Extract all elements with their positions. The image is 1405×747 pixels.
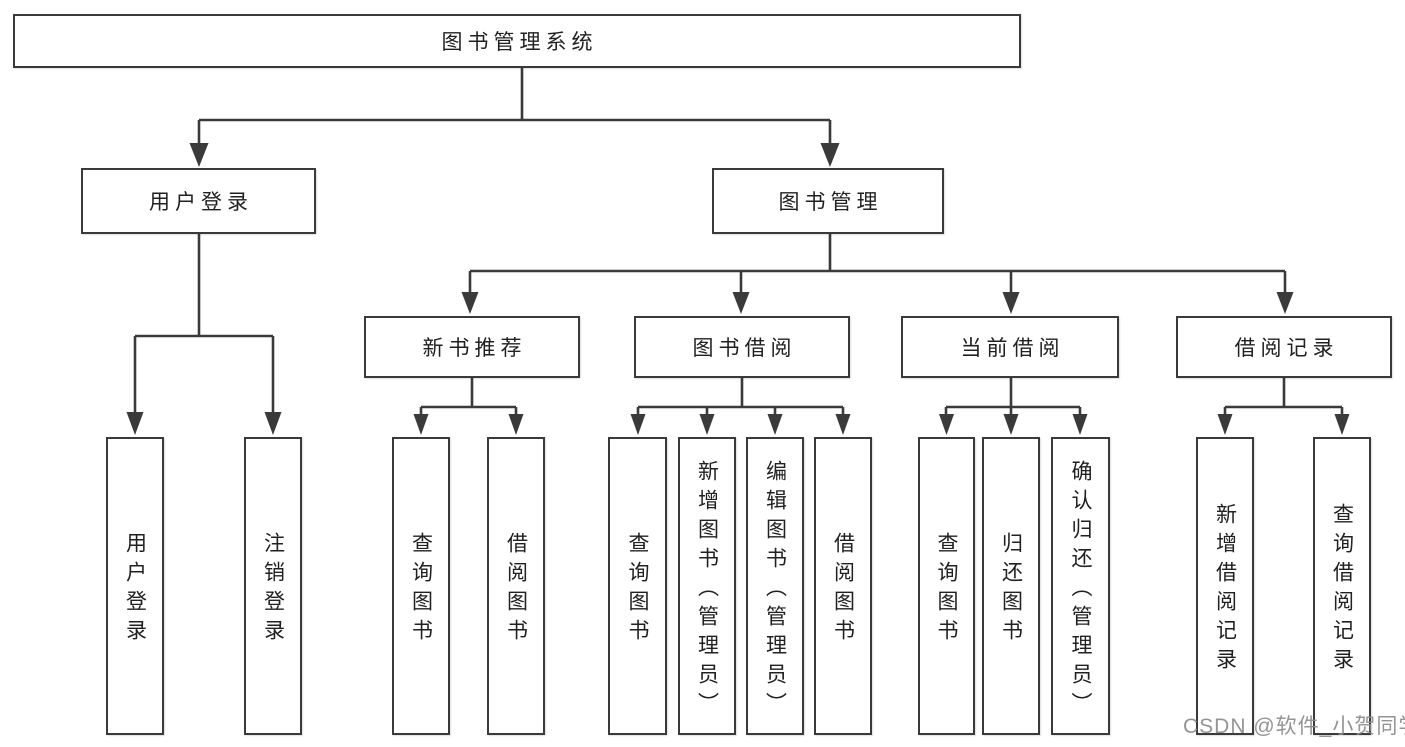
leaf-query-books-2: 查询图书	[608, 437, 667, 735]
leaf-return-book: 归还图书	[982, 437, 1040, 735]
leaf-label: 查询图书	[626, 532, 649, 648]
node-label: 图书管理系统	[441, 31, 598, 54]
node-library-system: 图书管理系统	[13, 14, 1021, 68]
arrowheads-leaves	[126, 412, 1350, 435]
node-label: 用户登录	[149, 191, 253, 214]
leaf-label: 借阅图书	[831, 532, 855, 648]
leaf-label: 新增图书（管理员）	[695, 459, 719, 721]
leaf-add-borrow-record: 新增借阅记录	[1196, 437, 1254, 735]
node-label: 图书管理	[778, 191, 883, 214]
leaf-label: 查询借阅记录	[1330, 503, 1354, 677]
leaf-label: 查询图书	[409, 532, 433, 648]
node-book-borrowing: 图书借阅	[634, 316, 850, 378]
node-label: 当前借阅	[960, 337, 1065, 360]
node-label: 图书借阅	[692, 337, 797, 360]
node-new-book-recommend: 新书推荐	[364, 316, 580, 378]
node-current-borrowing: 当前借阅	[901, 316, 1119, 378]
leaf-edit-book-admin: 编辑图书（管理员）	[746, 437, 804, 735]
leaf-label: 编辑图书（管理员）	[763, 459, 787, 721]
leaf-label: 新增借阅记录	[1213, 503, 1237, 677]
leaf-logout: 注销登录	[244, 437, 302, 735]
leaf-user-login: 用户登录	[106, 437, 164, 735]
arrowheads-level2	[189, 143, 840, 167]
leaf-label: 查询图书	[935, 532, 958, 648]
leaf-confirm-return-admin: 确认归还（管理员）	[1051, 437, 1110, 735]
leaf-query-books-1: 查询图书	[392, 437, 450, 735]
arrowheads-level3	[461, 292, 1294, 314]
node-label: 借阅记录	[1234, 337, 1339, 360]
leaf-query-borrow-record: 查询借阅记录	[1313, 437, 1371, 735]
node-user-login: 用户登录	[81, 168, 316, 234]
node-borrowing-records: 借阅记录	[1176, 316, 1392, 378]
leaf-label: 归还图书	[999, 532, 1023, 648]
node-book-management: 图书管理	[712, 168, 944, 234]
leaf-borrow-books-2: 借阅图书	[814, 437, 872, 735]
leaf-label: 注销登录	[261, 532, 285, 648]
node-label: 新书推荐	[422, 337, 527, 360]
leaf-label: 确认归还（管理员）	[1069, 459, 1092, 721]
leaf-borrow-books-1: 借阅图书	[487, 437, 545, 735]
watermark-text: CSDN @软件_小贺同学	[1183, 715, 1405, 738]
leaf-label: 用户登录	[123, 532, 147, 648]
leaf-label: 借阅图书	[504, 532, 528, 648]
leaf-add-book-admin: 新增图书（管理员）	[678, 437, 736, 735]
leaf-query-books-3: 查询图书	[918, 437, 975, 735]
